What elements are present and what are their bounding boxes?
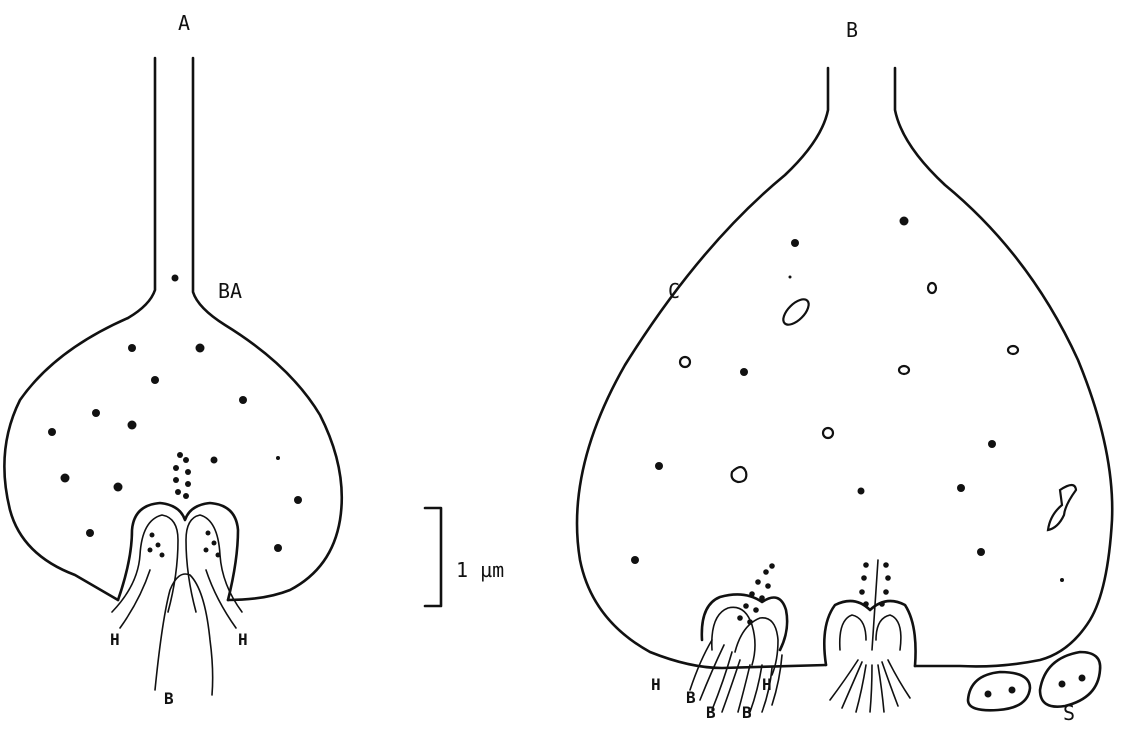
scale-bar: 1 µm bbox=[425, 508, 504, 606]
panel-b-label-b3: B bbox=[742, 703, 752, 722]
panel-b-label-s: S bbox=[1063, 701, 1075, 725]
panel-a-label-b: B bbox=[164, 689, 174, 708]
panel-a-vesicles bbox=[48, 275, 302, 553]
panel-a-label-ba: BA bbox=[218, 279, 242, 303]
scale-bar-label: 1 µm bbox=[456, 558, 504, 582]
panel-b-label-h2: H bbox=[762, 675, 772, 694]
panel-a: A bbox=[4, 11, 341, 708]
panel-b: B bbox=[577, 18, 1112, 725]
panel-a-bipolar-dendrite bbox=[155, 574, 213, 695]
panel-b-label-b2: B bbox=[706, 703, 716, 722]
panel-a-cell-outline bbox=[4, 58, 341, 600]
scale-bar-bracket bbox=[425, 508, 441, 606]
panel-a-label-h-right: H bbox=[238, 630, 248, 649]
panel-b-label-b1: B bbox=[686, 688, 696, 707]
panel-b-synapse-left bbox=[690, 563, 787, 712]
panel-a-title: A bbox=[178, 11, 190, 35]
panel-b-cell-outline bbox=[577, 68, 1112, 668]
panel-b-synapse-right bbox=[824, 560, 915, 712]
panel-b-label-c: C bbox=[668, 279, 680, 303]
panel-b-title: B bbox=[846, 18, 858, 42]
panel-a-horizontal-lines bbox=[120, 570, 236, 628]
panel-a-horizontal-process-right bbox=[186, 515, 242, 612]
panel-a-ribbon-vesicles bbox=[148, 452, 221, 558]
panel-a-label-h-left: H bbox=[110, 630, 120, 649]
panel-b-vesicles bbox=[631, 217, 1076, 583]
panel-b-label-h: H bbox=[651, 675, 661, 694]
